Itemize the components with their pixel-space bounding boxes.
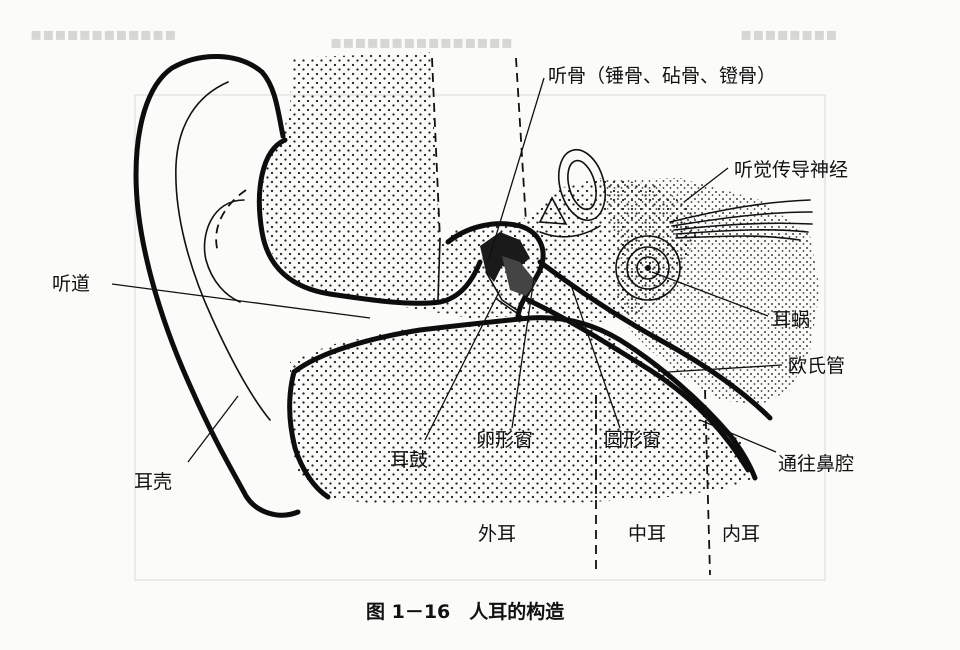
label-to-nasal-cavity: 通往鼻腔 <box>778 453 854 475</box>
label-auditory-nerve: 听觉传导神经 <box>734 159 848 181</box>
label-oval-window: 卵形窗 <box>476 429 533 451</box>
label-ossicles: 听骨（锤骨、砧骨、镫骨） <box>548 65 776 87</box>
figure-caption: 图 1－16 人耳的构造 <box>366 600 565 623</box>
zone-inner-ear: 内耳 <box>722 523 760 545</box>
svg-text:▪▪▪▪▪▪▪▪▪▪▪▪: ▪▪▪▪▪▪▪▪▪▪▪▪ <box>30 24 176 45</box>
label-cochlea: 耳蜗 <box>772 309 810 331</box>
svg-text:▪▪▪▪▪▪▪▪: ▪▪▪▪▪▪▪▪ <box>740 24 838 45</box>
label-round-window: 圆形窗 <box>604 429 661 451</box>
svg-text:▪▪▪▪▪▪▪▪▪▪▪▪▪▪▪: ▪▪▪▪▪▪▪▪▪▪▪▪▪▪▪ <box>330 32 513 53</box>
zone-middle-ear: 中耳 <box>628 523 666 545</box>
label-ear-canal: 听道 <box>52 273 90 295</box>
label-auricle: 耳壳 <box>134 471 172 493</box>
zone-outer-ear: 外耳 <box>478 523 516 545</box>
label-eustachian-tube: 欧氏管 <box>788 355 845 377</box>
label-eardrum: 耳鼓 <box>390 449 428 471</box>
